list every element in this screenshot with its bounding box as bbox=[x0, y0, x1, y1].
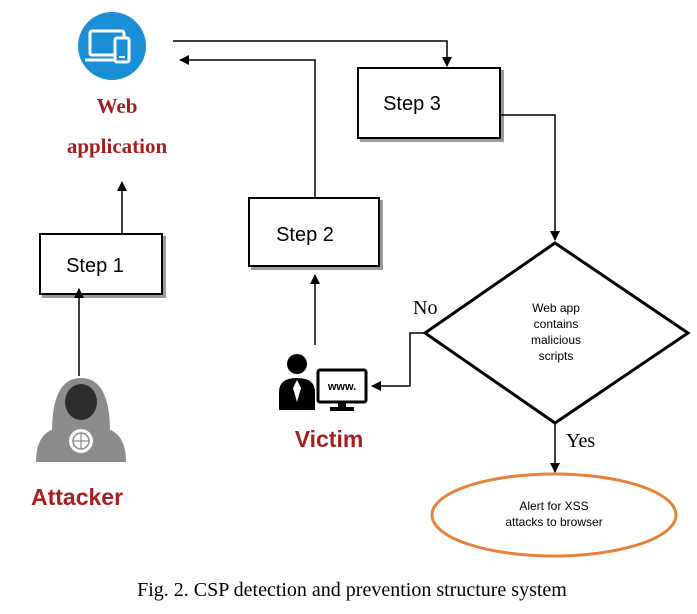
alert-text-line1: Alert for XSS bbox=[519, 499, 588, 513]
alert-ellipse bbox=[430, 472, 678, 558]
devices-icon bbox=[78, 12, 146, 80]
victim-label: Victim bbox=[295, 426, 364, 452]
arrow-step3-to-decision bbox=[500, 114, 560, 241]
step3-box bbox=[357, 67, 501, 139]
decision-text-line4: scripts bbox=[539, 349, 574, 363]
step2-box bbox=[248, 197, 380, 267]
www-text: www. bbox=[327, 381, 356, 393]
decision-text-line2: contains bbox=[534, 317, 579, 331]
step1-box bbox=[39, 233, 163, 295]
connectors bbox=[74, 40, 560, 473]
no-label: No bbox=[413, 297, 437, 319]
arrow-decision-no-to-victim bbox=[371, 332, 425, 391]
figure-caption: Fig. 2. CSP detection and prevention str… bbox=[137, 579, 567, 601]
step1-label: Step 1 bbox=[66, 255, 124, 277]
yes-label: Yes bbox=[566, 430, 595, 452]
user-computer-icon: www. bbox=[279, 354, 368, 411]
arrow-webapp-to-step3 bbox=[173, 40, 452, 67]
arrow-step2-to-webapp bbox=[179, 55, 316, 198]
hacker-icon bbox=[36, 378, 126, 462]
alert-text-line2: attacks to browser bbox=[505, 515, 602, 529]
step3-label: Step 3 bbox=[383, 93, 441, 115]
step2-label: Step 2 bbox=[276, 224, 334, 246]
web-application-label-line2: application bbox=[67, 134, 168, 158]
decision-text-line1: Web app bbox=[532, 301, 580, 315]
decision-text-line3: malicious bbox=[531, 333, 581, 347]
attacker-label: Attacker bbox=[31, 484, 123, 510]
web-application-label-line1: Web bbox=[97, 94, 138, 118]
